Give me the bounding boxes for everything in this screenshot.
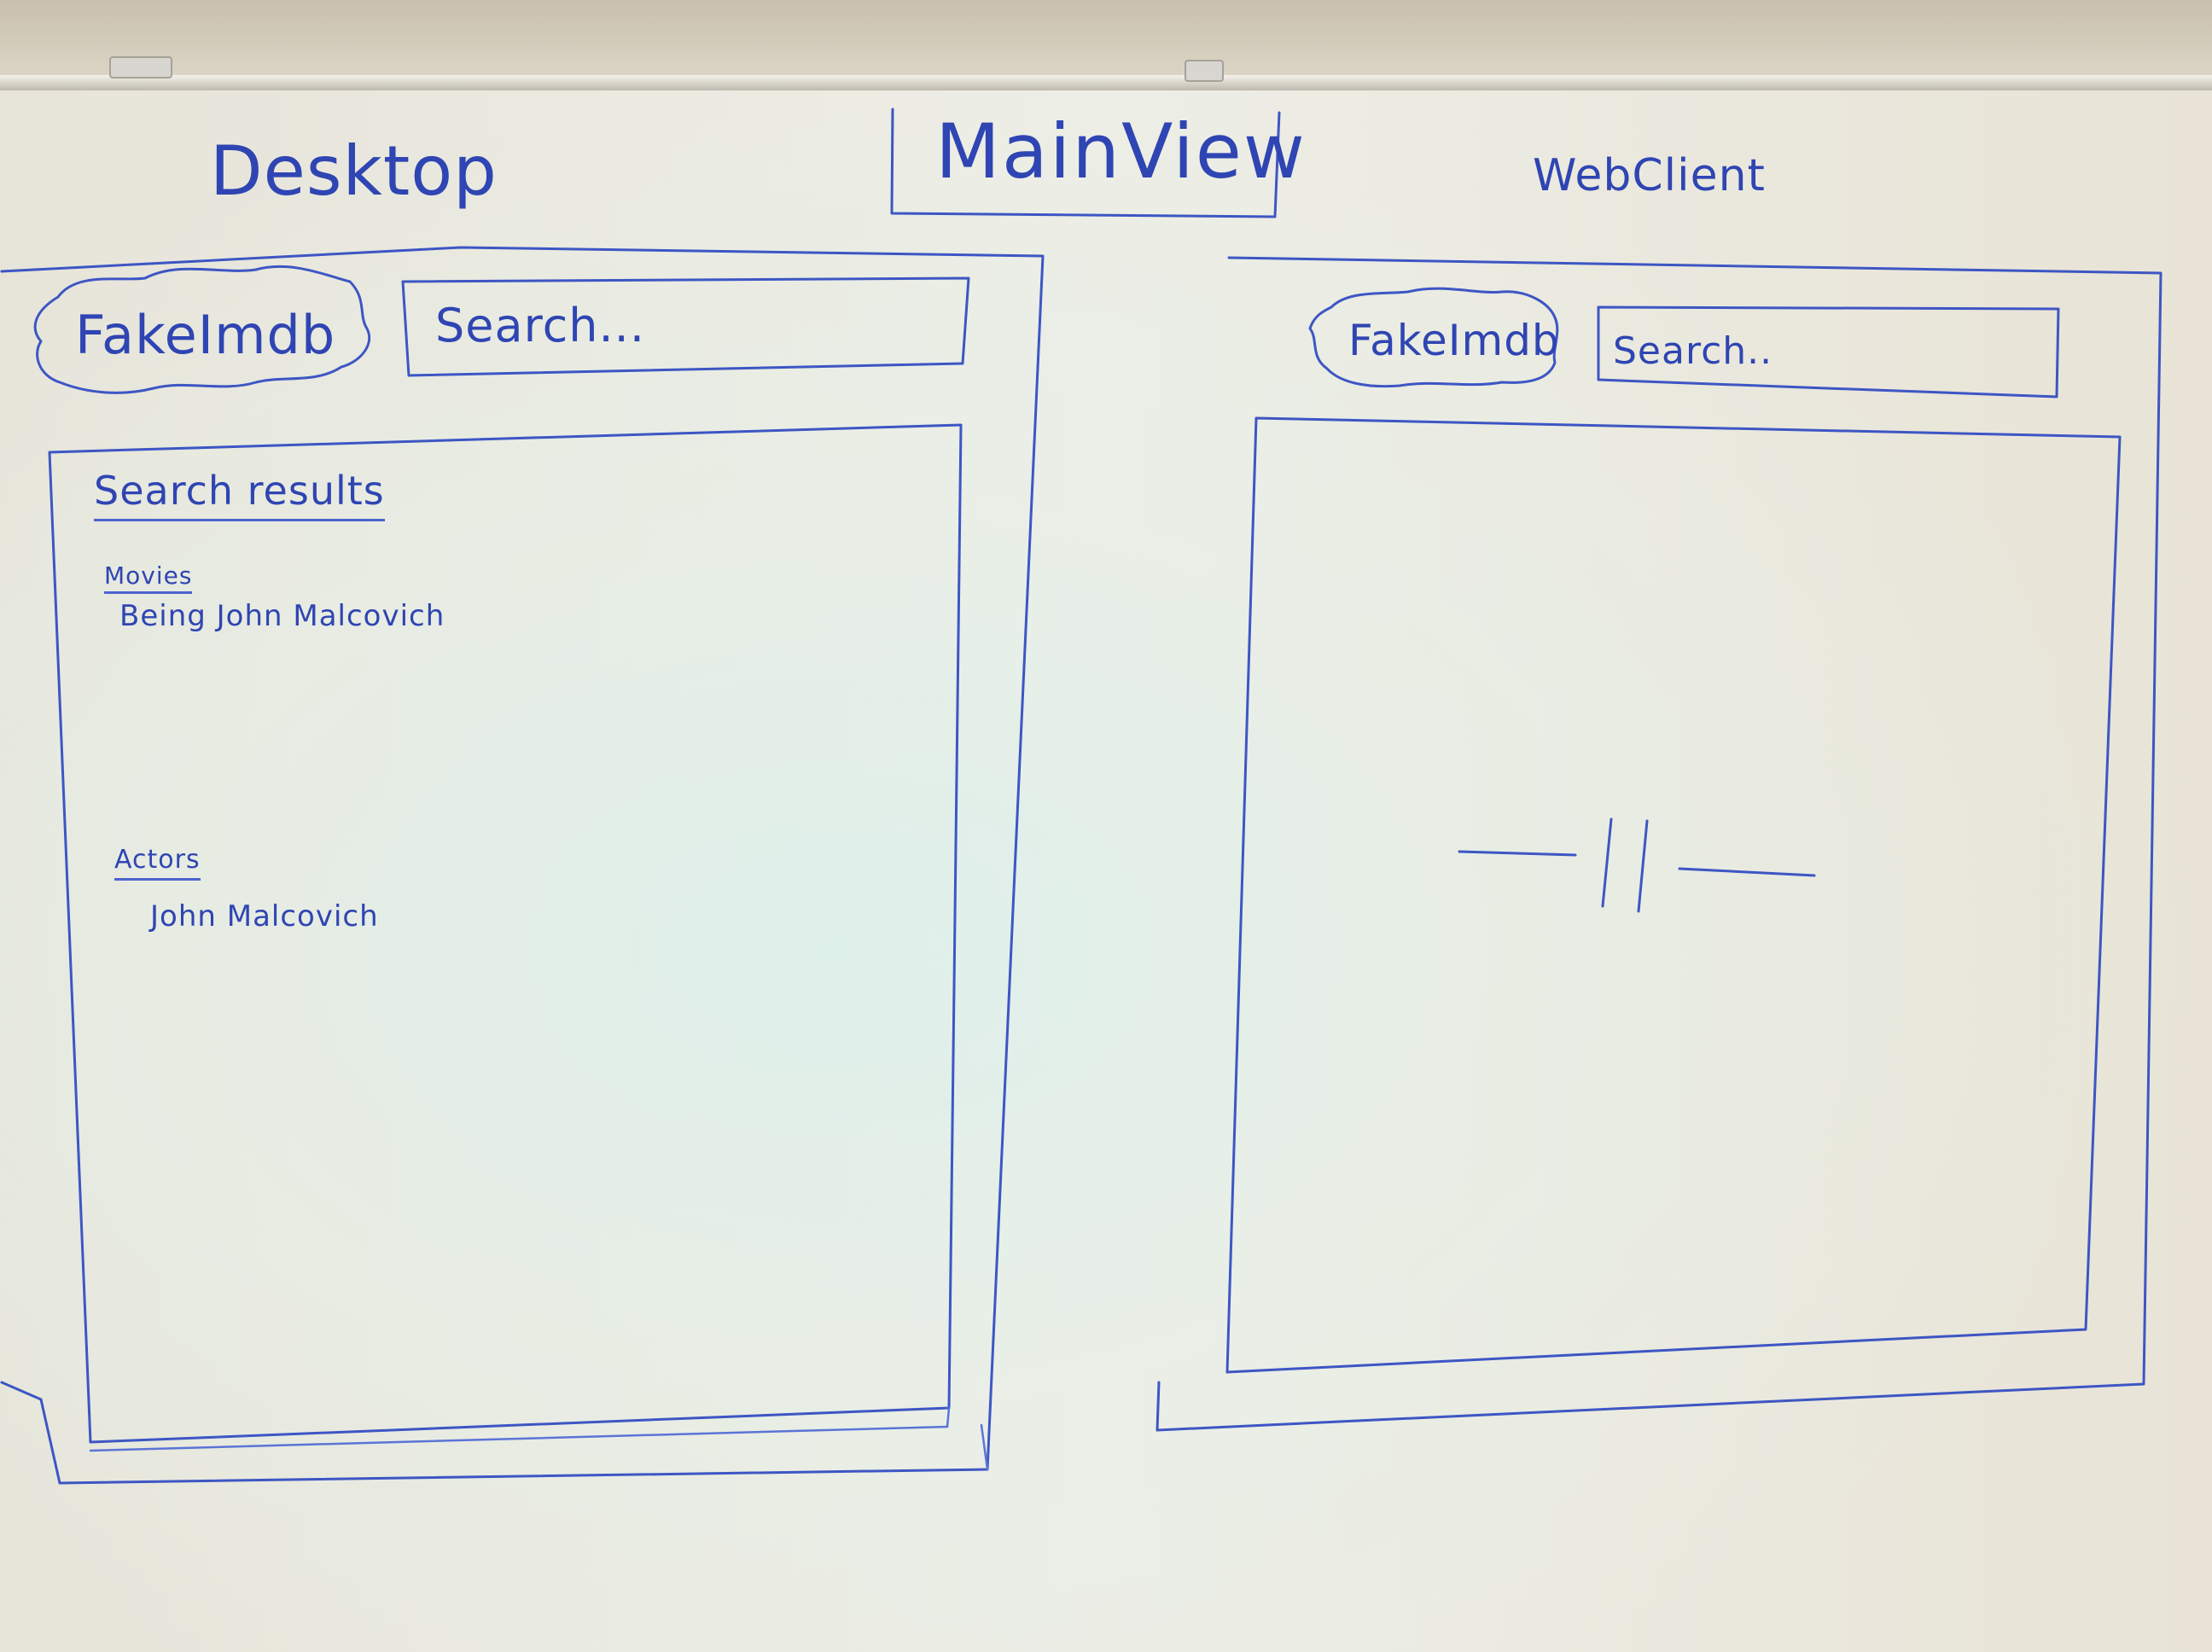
webclient-search-input[interactable]: Search..	[1613, 329, 1773, 373]
desktop-logo: FakeImdb	[75, 304, 336, 366]
desktop-search-input[interactable]: Search...	[435, 299, 646, 352]
webclient-content-panel	[1225, 416, 2122, 1374]
board-clip	[109, 56, 172, 79]
webclient-window-frame	[1155, 256, 2163, 1432]
webclient-logo: FakeImdb	[1348, 316, 1560, 365]
wall	[0, 0, 2212, 81]
whiteboard	[0, 90, 2212, 1652]
board-clip	[1185, 60, 1224, 82]
movie-result-item[interactable]: Being John Malcovich	[119, 599, 445, 633]
actors-heading: Actors	[114, 845, 201, 881]
desktop-title: Desktop	[210, 131, 498, 211]
mainview-title-box	[890, 108, 1281, 218]
desktop-logo-cloud	[33, 265, 371, 394]
movies-heading: Movies	[104, 561, 193, 594]
webclient-title: WebClient	[1533, 150, 1766, 201]
desktop-search-box	[401, 276, 970, 377]
search-results-heading: Search results	[94, 468, 385, 521]
loading-symbol	[1458, 817, 1816, 913]
webclient-search-box	[1597, 305, 2060, 398]
actor-result-item[interactable]: John Malcovich	[150, 899, 379, 934]
webclient-logo-cloud	[1308, 287, 1559, 388]
mainview-title: MainView	[935, 108, 1307, 195]
